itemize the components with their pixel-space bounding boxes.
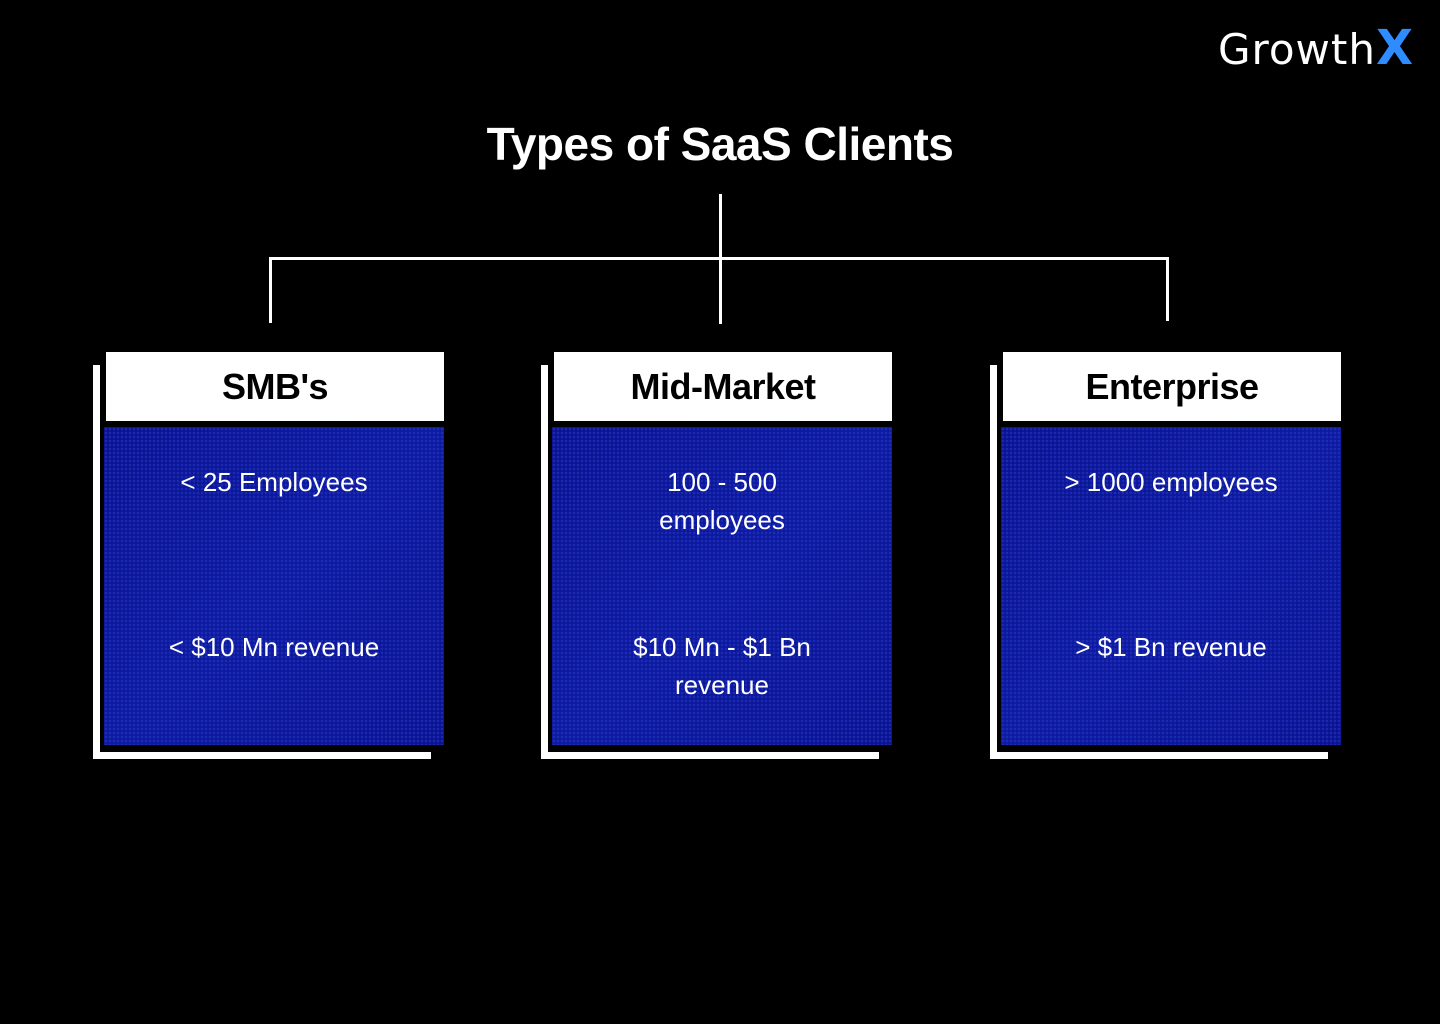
card-shadow-frame-left	[541, 365, 548, 759]
diagram-title: Types of SaaS Clients	[486, 118, 954, 170]
revenue-range: > $1 Bn revenue	[1075, 632, 1267, 662]
employee-range: > 1000 employees	[1064, 467, 1278, 497]
card-smb: SMB's < 25 Employees < $10 Mn revenue	[93, 352, 444, 762]
revenue-range: $10 Mn - $1 Bn revenue	[633, 632, 811, 700]
card-shadow-frame-bottom	[990, 752, 1328, 759]
card-shadow-frame-left	[93, 365, 100, 759]
card-header: SMB's	[106, 352, 444, 421]
card-header: Mid-Market	[554, 352, 892, 421]
connector-horizontal	[269, 257, 1169, 260]
card-shadow-frame-bottom	[541, 752, 879, 759]
card-body: < 25 Employees < $10 Mn revenue	[104, 427, 444, 745]
growthx-logo: GrowthX	[1218, 22, 1414, 76]
employee-range: < 25 Employees	[180, 467, 368, 497]
connector-branch-smb	[269, 257, 272, 323]
connector-branch-enterprise	[1166, 257, 1169, 321]
revenue-range: < $10 Mn revenue	[168, 632, 380, 662]
card-shadow-frame-left	[990, 365, 997, 759]
card-header: Enterprise	[1003, 352, 1341, 421]
card-enterprise: Enterprise > 1000 employees > $1 Bn reve…	[990, 352, 1341, 762]
card-mid-market: Mid-Market 100 - 500 employees $10 Mn - …	[541, 352, 892, 762]
card-body: > 1000 employees > $1 Bn revenue	[1001, 427, 1341, 745]
logo-text: Growth	[1217, 25, 1376, 74]
card-shadow-frame-bottom	[93, 752, 431, 759]
logo-x-mark: X	[1375, 20, 1414, 76]
card-body: 100 - 500 employees $10 Mn - $1 Bn reven…	[552, 427, 892, 745]
employee-range: 100 - 500 employees	[659, 467, 785, 535]
